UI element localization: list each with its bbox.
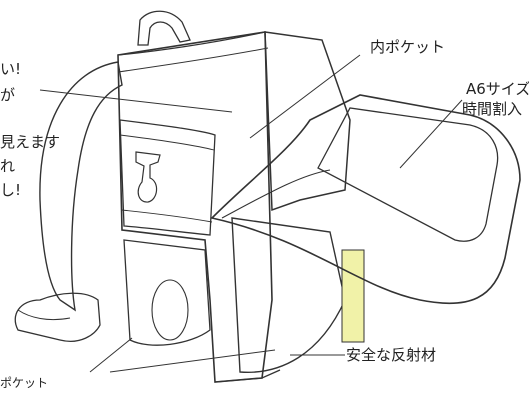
label-a6-line1: A6サイズ xyxy=(466,80,529,98)
label-left-4: れ xyxy=(0,157,16,175)
open-flap xyxy=(210,94,521,305)
side-pocket xyxy=(231,217,346,373)
bag-side xyxy=(264,31,351,212)
label-reflector: 安全な反射材 xyxy=(346,346,437,364)
leader-bottom-1 xyxy=(109,349,276,373)
label-inner-pocket: 内ポケット xyxy=(370,38,446,56)
leader-a6 xyxy=(399,99,463,169)
top-handle xyxy=(137,10,191,46)
leader-bottom-2 xyxy=(89,337,133,373)
lower-pocket xyxy=(123,239,211,346)
leader-inner-pocket xyxy=(249,54,361,139)
label-left-1: い! xyxy=(0,60,22,78)
a6-window xyxy=(317,107,499,242)
strap-bottom xyxy=(14,292,101,342)
label-a6-line2: 時間割入 xyxy=(462,100,523,118)
label-left-2: が xyxy=(0,86,16,104)
shoulder-strap xyxy=(39,61,123,312)
reflector-strip xyxy=(341,249,365,343)
label-left-5: し! xyxy=(0,181,22,199)
label-left-3: 見えます xyxy=(0,133,61,151)
bag-body-front xyxy=(117,31,273,383)
label-bottom-left: ポケット xyxy=(0,376,49,390)
leader-left-top xyxy=(39,89,233,113)
zipper xyxy=(135,151,161,203)
front-pocket xyxy=(119,119,216,236)
